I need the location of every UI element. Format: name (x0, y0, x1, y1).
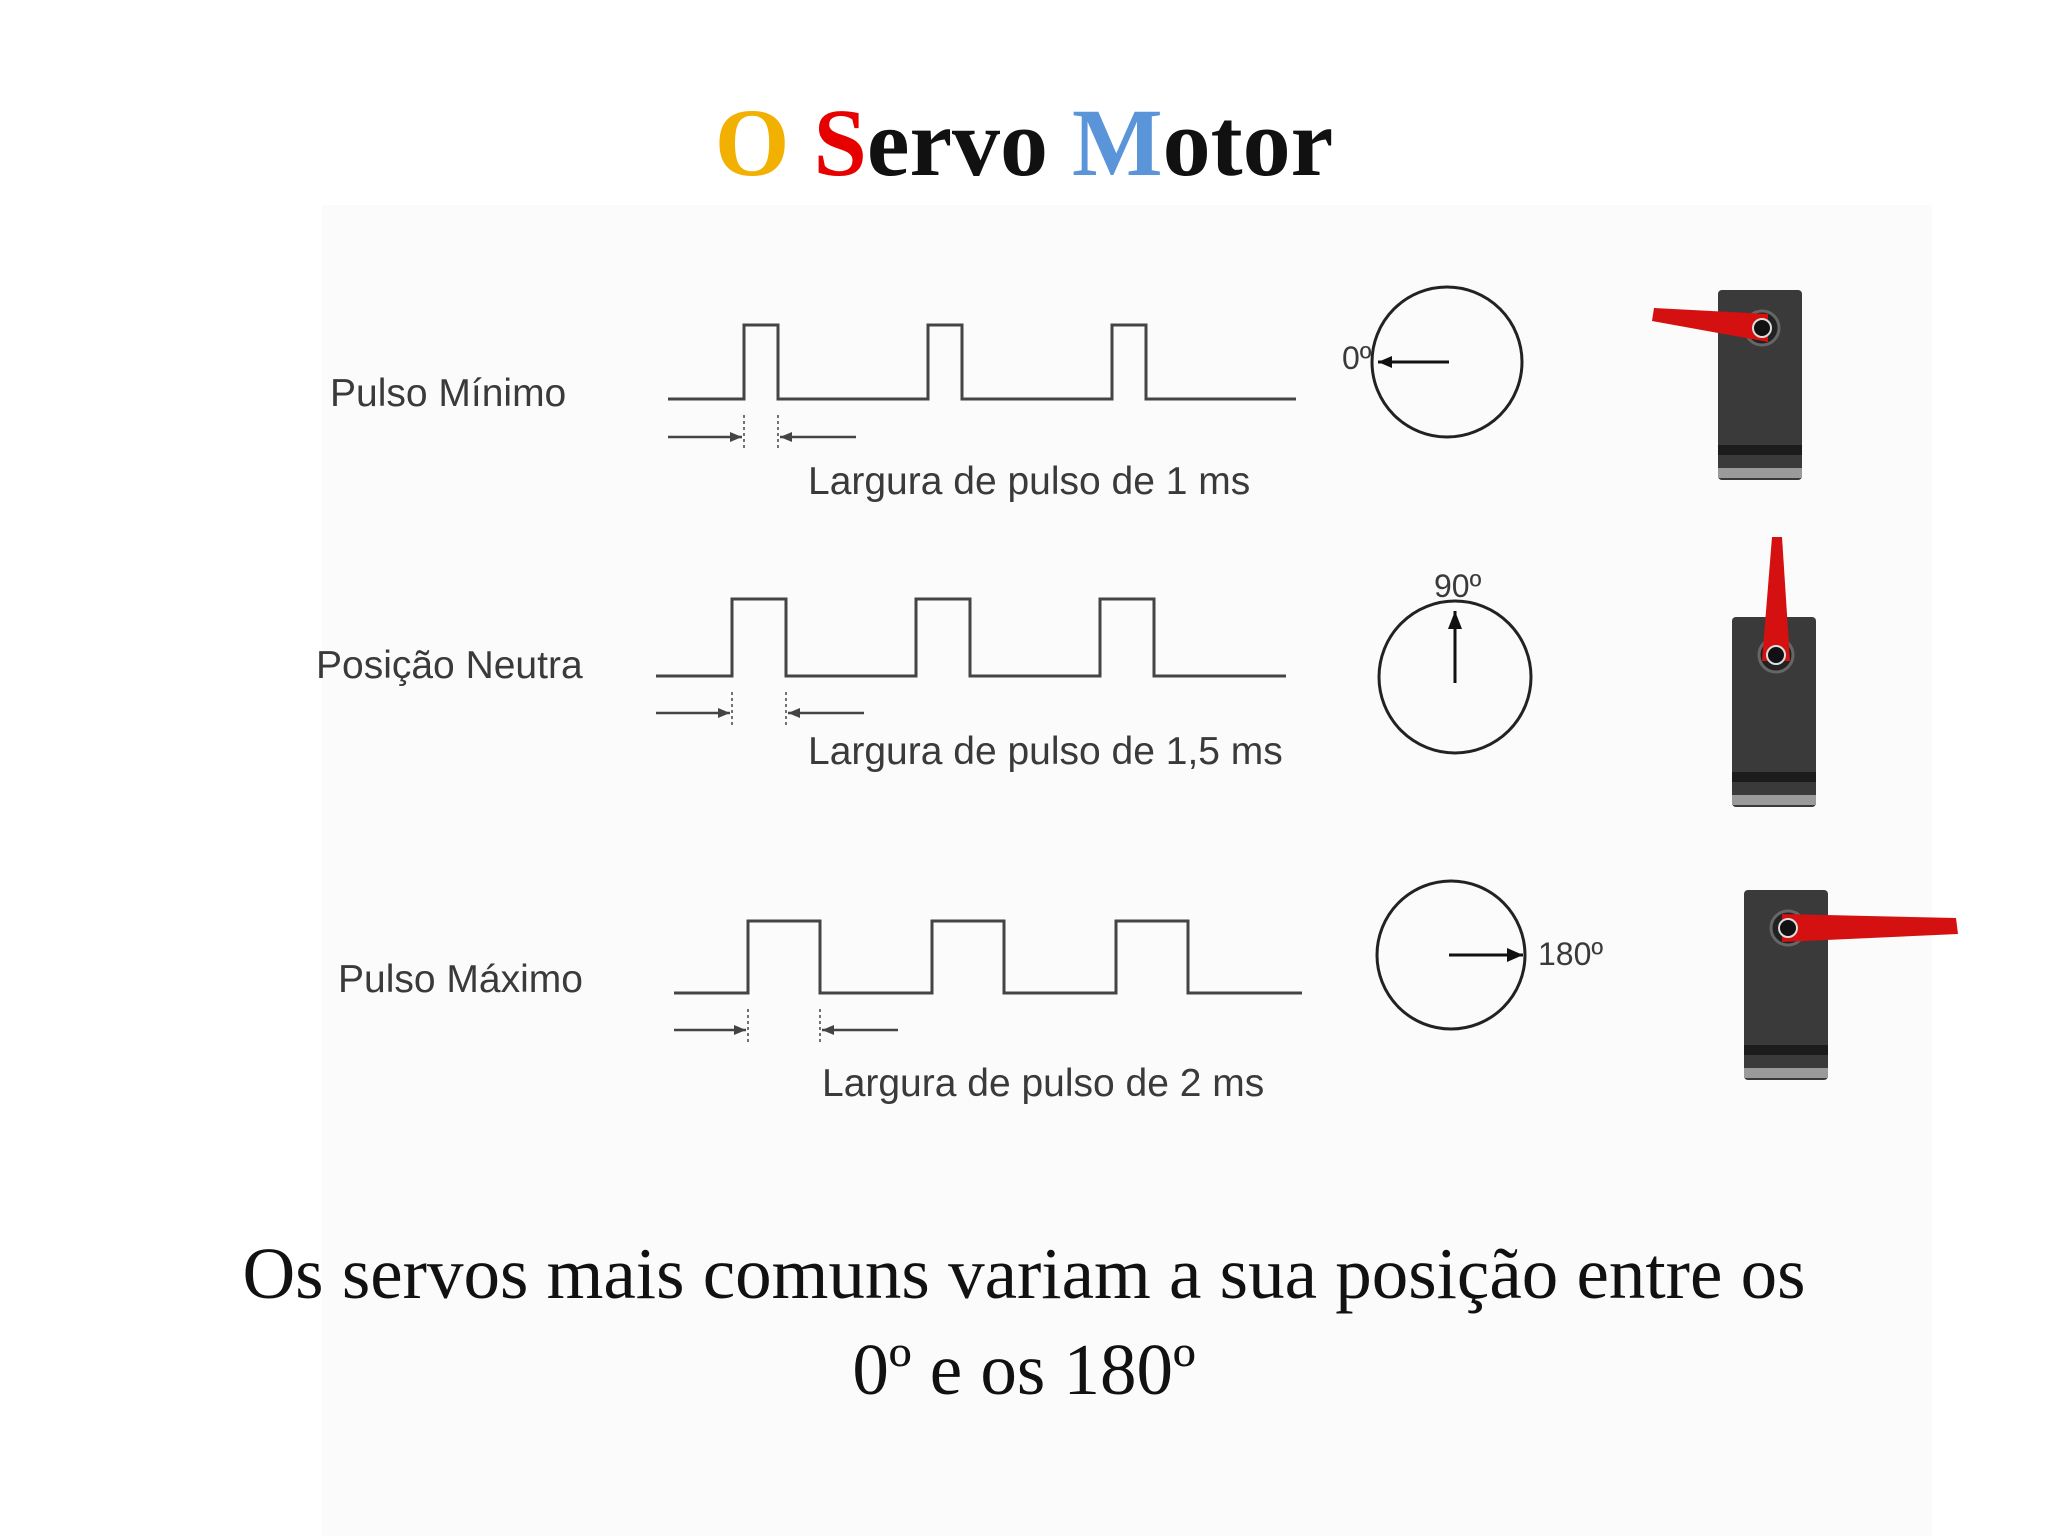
servo-screw-1 (1766, 645, 1786, 665)
angle-label-180: 180º (1538, 936, 1604, 972)
pulse-width-label-1ms: Largura de pulso de 1 ms (808, 460, 1251, 503)
servo-body-stripe-2 (1744, 1045, 1828, 1055)
row-label-max-pulse: Pulso Máximo (338, 958, 583, 1001)
pulse-width-label-2ms: Largura de pulso de 2 ms (822, 1062, 1265, 1105)
page-title: O Servo Motor (0, 95, 2048, 191)
row-label-neutral-position: Posição Neutra (316, 644, 583, 687)
title-initial-s: S (813, 89, 867, 196)
servo-body-stripe-1 (1732, 772, 1816, 782)
title-rest-servo: ervo (866, 89, 1049, 196)
dial-pointer-head-0 (1378, 356, 1392, 368)
pulse-width-label-1-5ms: Largura de pulso de 1,5 ms (808, 730, 1283, 773)
title-initial-o: O (714, 89, 790, 196)
pulse-train-0 (668, 323, 1296, 401)
angle-label-0: 0º (1342, 340, 1372, 376)
angle-label-90: 90º (1434, 568, 1482, 604)
servo-arm-0 (1652, 308, 1768, 342)
dimension-arrowhead-right-1 (788, 708, 800, 718)
servo-arm-1 (1762, 537, 1790, 661)
servo-screw-0 (1752, 318, 1772, 338)
position-dial-0 (1370, 285, 1524, 439)
dimension-arrowhead-right-0 (780, 432, 792, 442)
caption: Os servos mais comuns variam a sua posiç… (100, 1226, 1948, 1418)
servo-screw-2 (1778, 918, 1798, 938)
servo-body-base-1 (1732, 795, 1816, 805)
diagram-panel (322, 205, 1932, 1536)
servo-body-0 (1718, 290, 1802, 480)
row-label-min-pulse: Pulso Mínimo (330, 372, 567, 415)
servo-body-base-0 (1718, 468, 1802, 478)
pulse-train-2 (674, 919, 1302, 995)
title-initial-m: M (1072, 89, 1163, 196)
dimension-arrowhead-left-1 (718, 708, 730, 718)
dimension-arrowhead-left-0 (730, 432, 742, 442)
caption-line-2: 0º e os 180º (852, 1329, 1196, 1410)
position-dial-1 (1377, 599, 1533, 755)
servo-body-1 (1732, 617, 1816, 807)
caption-line-1: Os servos mais comuns variam a sua posiç… (242, 1233, 1806, 1314)
position-dial-2 (1375, 879, 1527, 1031)
dimension-arrowhead-left-2 (734, 1025, 746, 1035)
servo-body-base-2 (1744, 1068, 1828, 1078)
dimension-arrowhead-right-2 (822, 1025, 834, 1035)
servo-body-stripe-0 (1718, 445, 1802, 455)
dial-pointer-head-2 (1507, 948, 1523, 962)
dial-pointer-head-1 (1448, 611, 1462, 629)
servo-arm-2 (1782, 914, 1958, 942)
pulse-train-1 (656, 597, 1286, 678)
title-rest-motor: otor (1162, 89, 1334, 196)
